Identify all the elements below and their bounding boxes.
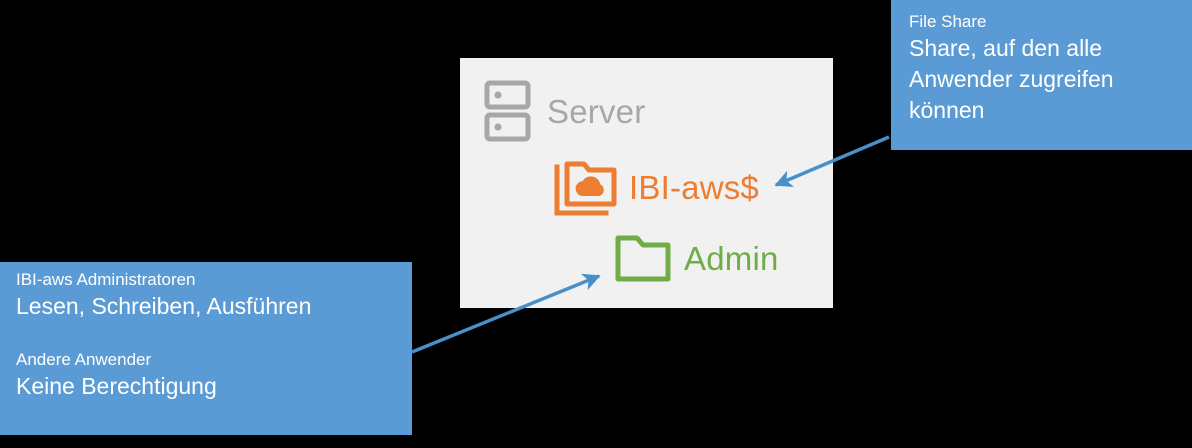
cloud-folder-icon	[554, 161, 617, 216]
admin-label: Admin	[684, 239, 779, 277]
folder-icon	[615, 235, 671, 282]
server-node: Server	[484, 80, 645, 142]
permission-block-others: Andere Anwender Keine Berechtigung	[16, 348, 402, 402]
admin-node: Admin	[615, 233, 779, 283]
server-panel: Server IBI-aws$ Admin	[460, 58, 833, 308]
server-label: Server	[547, 92, 646, 130]
permission-admins-caption: IBI-aws Administratoren	[16, 270, 196, 289]
server-icon	[484, 80, 531, 142]
callout-file-share-caption: File Share	[909, 12, 987, 31]
permission-others-caption: Andere Anwender	[16, 350, 152, 370]
permission-admins-body: Lesen, Schreiben, Ausführen	[16, 293, 312, 320]
callout-file-share: File Share Share, auf den alle Anwender …	[891, 0, 1192, 150]
permission-block-admins: IBI-aws Administratoren Lesen, Schreiben…	[16, 268, 402, 322]
callout-file-share-body: Share, auf den alle Anwender zugreifen k…	[909, 35, 1114, 123]
share-label: IBI-aws$	[629, 168, 759, 206]
permission-others-body: Keine Berechtigung	[16, 373, 217, 400]
callout-permissions: IBI-aws Administratoren Lesen, Schreiben…	[0, 262, 412, 435]
share-node: IBI-aws$	[554, 158, 759, 216]
